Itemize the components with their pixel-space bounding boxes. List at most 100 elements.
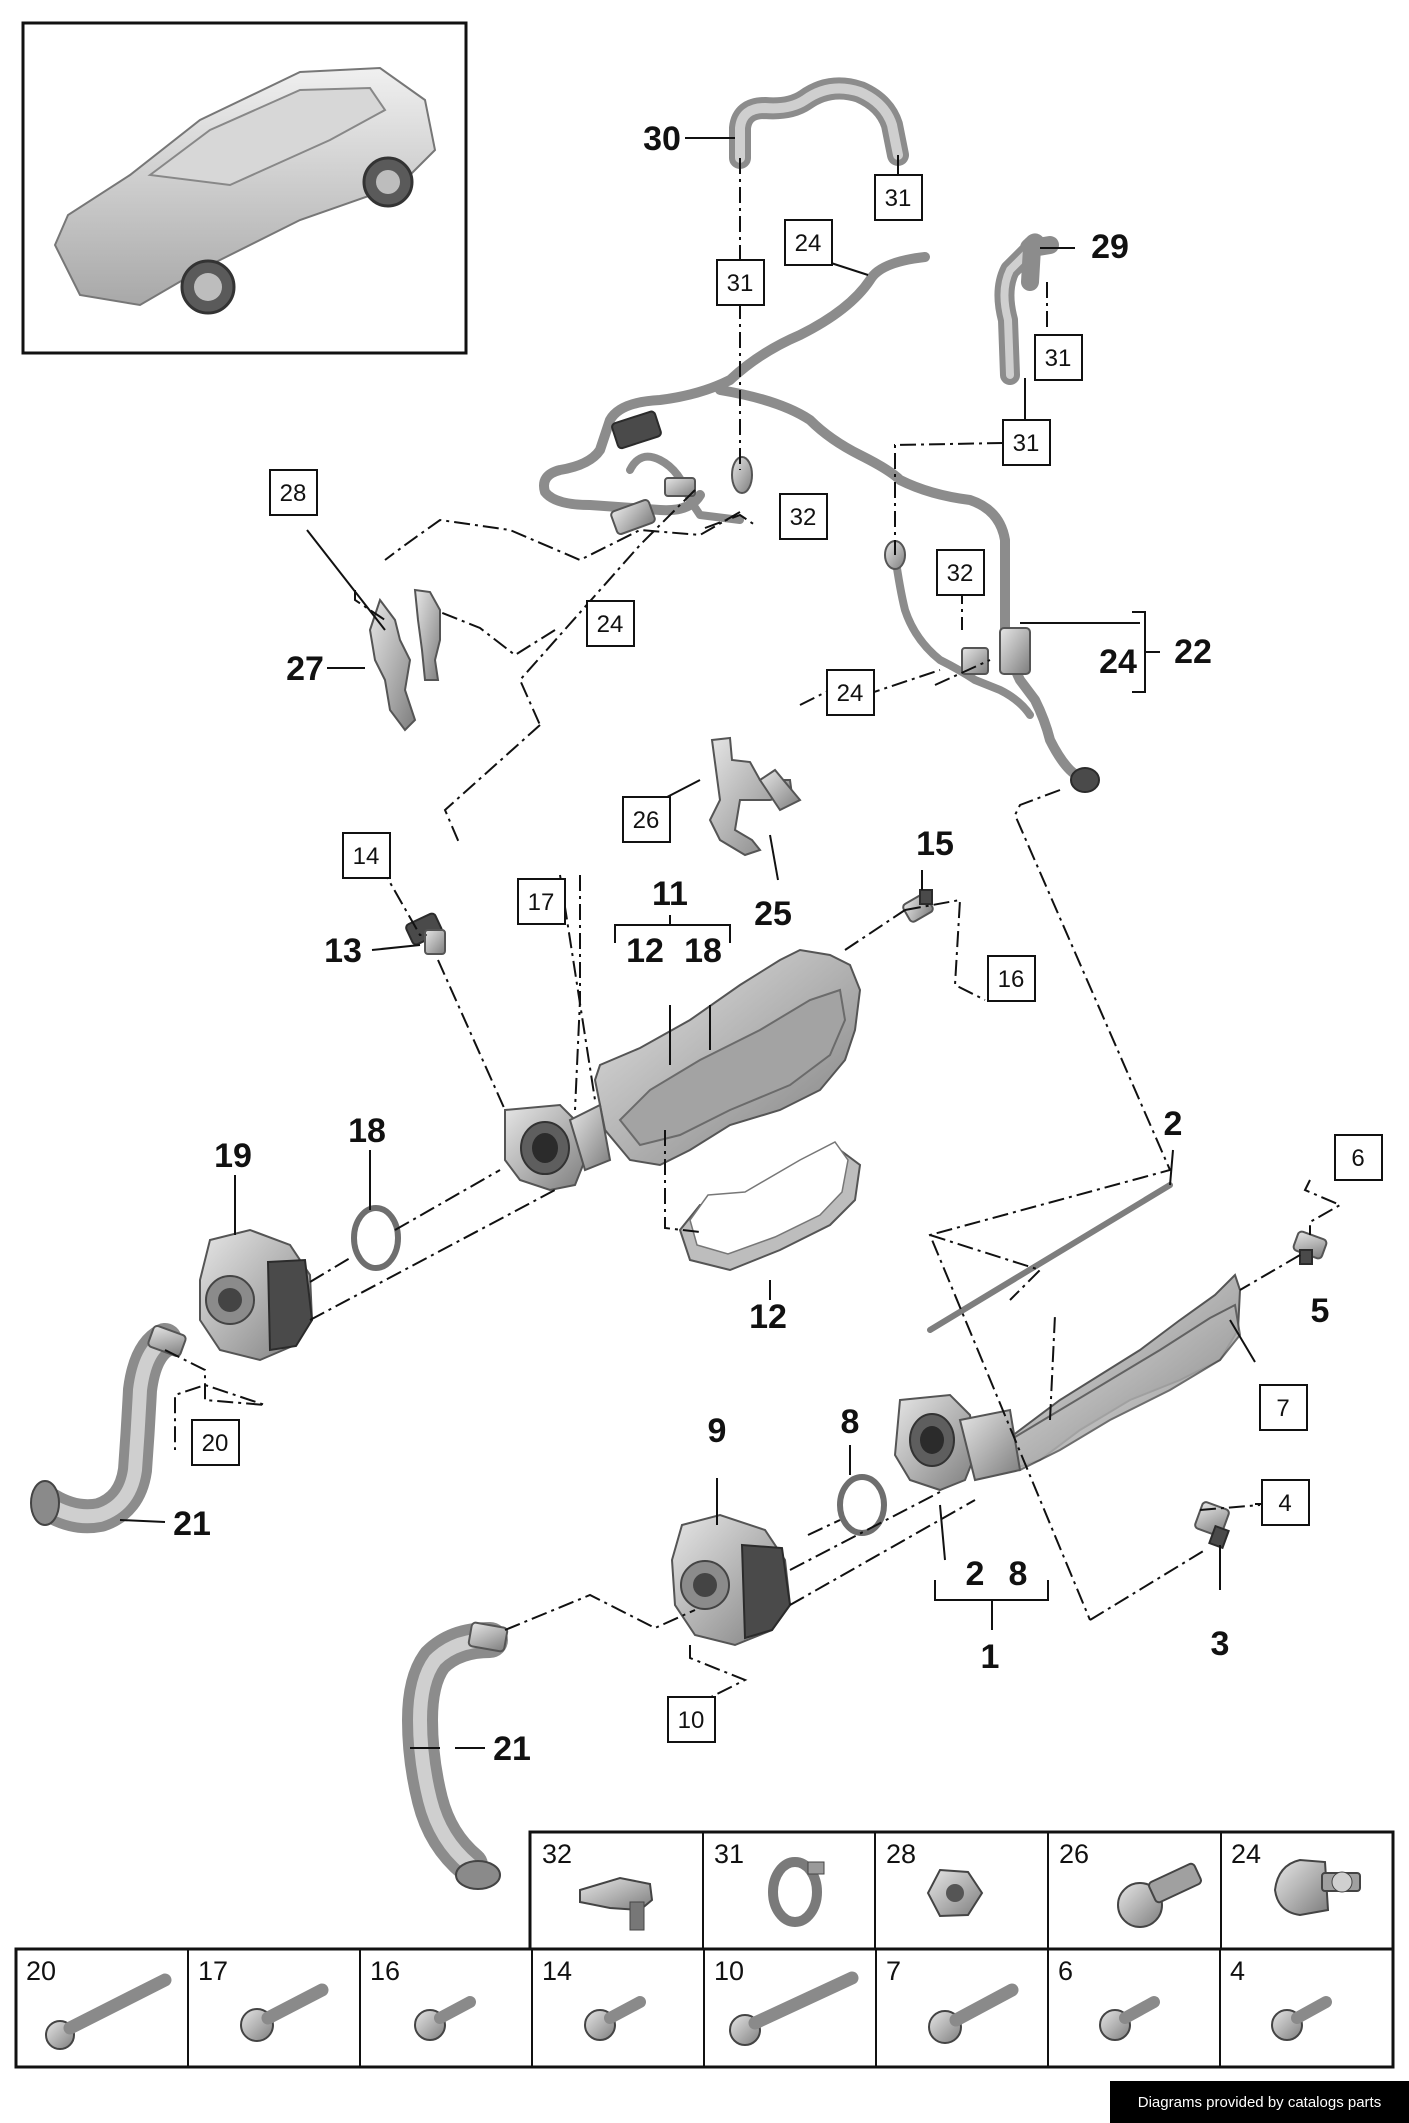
box-10: 10 bbox=[667, 1696, 716, 1743]
box-32: 32 bbox=[779, 493, 828, 540]
box-32: 32 bbox=[936, 549, 985, 596]
hose-30 bbox=[729, 77, 909, 169]
bolt-4-icon bbox=[1271, 1996, 1332, 2041]
box-28: 28 bbox=[269, 469, 318, 516]
svg-text:32: 32 bbox=[790, 504, 817, 531]
bracket-25-26 bbox=[708, 736, 802, 857]
box-31: 31 bbox=[1034, 334, 1083, 381]
svg-text:24: 24 bbox=[597, 611, 624, 638]
gasket-12 bbox=[678, 1141, 862, 1272]
vehicle-thumbnail bbox=[21, 21, 468, 355]
svg-text:26: 26 bbox=[633, 807, 660, 834]
throttle-body-9 bbox=[670, 1513, 792, 1647]
legend-label-31: 31 bbox=[714, 1839, 744, 1869]
vent-line-assembly bbox=[539, 252, 1100, 793]
legend-label-4: 4 bbox=[1230, 1956, 1245, 1986]
legend-label-6: 6 bbox=[1058, 1956, 1073, 1986]
hose-clamp-31-icon bbox=[768, 1857, 825, 1927]
svg-text:31: 31 bbox=[727, 270, 754, 297]
callout-21-lower: 21 bbox=[493, 1730, 531, 1768]
callout-29: 29 bbox=[1091, 228, 1129, 266]
callout-21-upper: 21 bbox=[173, 1505, 211, 1543]
svg-text:7: 7 bbox=[1276, 1395, 1289, 1422]
legend-label-14: 14 bbox=[542, 1956, 572, 1986]
sensor-13 bbox=[405, 912, 446, 955]
callout-5: 5 bbox=[1311, 1292, 1330, 1330]
callout-8: 8 bbox=[841, 1403, 860, 1441]
footer-credit: Diagrams provided by catalogs parts bbox=[1110, 2081, 1409, 2123]
box-20: 20 bbox=[191, 1419, 240, 1466]
svg-text:14: 14 bbox=[353, 843, 380, 870]
svg-text:24: 24 bbox=[837, 680, 864, 707]
box-31: 31 bbox=[1002, 419, 1051, 466]
legend-label-28: 28 bbox=[886, 1839, 916, 1869]
bolt-20-icon bbox=[45, 1973, 172, 2050]
intake-manifold-1 bbox=[893, 1273, 1242, 1492]
svg-text:28: 28 bbox=[280, 480, 307, 507]
bolt-6-icon bbox=[1099, 1996, 1160, 2041]
svg-text:6: 6 bbox=[1351, 1145, 1364, 1172]
boxed-references: 31 24 31 31 31 28 32 32 24 24 26 14 17 1… bbox=[191, 174, 1383, 1743]
box-7: 7 bbox=[1259, 1384, 1308, 1431]
bolt-7-icon bbox=[928, 1983, 1019, 2044]
leader-lines bbox=[119, 137, 1343, 1749]
rod-2 bbox=[927, 1182, 1173, 1333]
svg-text:4: 4 bbox=[1278, 1490, 1291, 1517]
box-4: 4 bbox=[1261, 1479, 1310, 1526]
legend-label-32: 32 bbox=[542, 1839, 572, 1869]
callout-numbers: 30 29 24 22 27 25 15 11 12 18 13 18 19 2… bbox=[173, 120, 1329, 1768]
callout-22: 22 bbox=[1174, 633, 1212, 671]
callout-19: 19 bbox=[214, 1137, 252, 1175]
bracket-27 bbox=[368, 588, 441, 732]
nut-28-icon bbox=[926, 1868, 984, 1918]
callout-3: 3 bbox=[1211, 1625, 1230, 1663]
bolt-10-icon bbox=[729, 1971, 859, 2046]
box-24: 24 bbox=[784, 219, 833, 266]
callout-8-group: 8 bbox=[1009, 1555, 1028, 1593]
box-6: 6 bbox=[1334, 1134, 1383, 1181]
box-16: 16 bbox=[987, 955, 1036, 1002]
svg-text:31: 31 bbox=[1013, 430, 1040, 457]
box-24: 24 bbox=[586, 600, 635, 647]
clip-32-icon bbox=[579, 1876, 654, 1931]
callout-12: 12 bbox=[749, 1298, 787, 1336]
legend-label-7: 7 bbox=[886, 1956, 901, 1986]
svg-text:10: 10 bbox=[678, 1707, 705, 1734]
callout-1: 1 bbox=[981, 1638, 1000, 1676]
callout-30: 30 bbox=[643, 120, 681, 158]
legend-label-26: 26 bbox=[1059, 1839, 1089, 1869]
callout-27: 27 bbox=[286, 650, 324, 688]
callout-2-group: 2 bbox=[966, 1555, 985, 1593]
svg-text:32: 32 bbox=[947, 560, 974, 587]
callout-12-group: 12 bbox=[626, 932, 664, 970]
callout-9: 9 bbox=[708, 1412, 727, 1450]
fastener-legend: 32 31 28 26 24 20 17 16 14 bbox=[14, 1830, 1395, 2069]
callout-11: 11 bbox=[652, 875, 688, 913]
callout-18-group: 18 bbox=[684, 932, 722, 970]
sensor-5 bbox=[1292, 1230, 1328, 1265]
svg-text:20: 20 bbox=[202, 1430, 229, 1457]
svg-text:31: 31 bbox=[885, 185, 912, 212]
callout-2: 2 bbox=[1164, 1105, 1183, 1143]
callout-25: 25 bbox=[754, 895, 792, 933]
intake-manifold-11 bbox=[504, 948, 862, 1192]
box-31: 31 bbox=[716, 259, 765, 306]
air-hose-21-upper bbox=[30, 1323, 187, 1534]
box-14: 14 bbox=[342, 832, 391, 879]
legend-label-20: 20 bbox=[26, 1956, 56, 1986]
box-26: 26 bbox=[622, 796, 671, 843]
box-31: 31 bbox=[874, 174, 923, 221]
callout-24-group: 24 bbox=[1099, 643, 1137, 681]
bolt-26-icon bbox=[1117, 1862, 1202, 1928]
bolt-17-icon bbox=[240, 1983, 329, 2042]
sensor-15 bbox=[902, 889, 934, 923]
box-17: 17 bbox=[517, 878, 566, 925]
callout-13: 13 bbox=[324, 932, 362, 970]
legend-label-10: 10 bbox=[714, 1956, 744, 1986]
bolt-16-icon bbox=[414, 1996, 476, 2041]
legend-label-24: 24 bbox=[1231, 1839, 1261, 1869]
o-ring-18 bbox=[351, 1205, 401, 1271]
air-hose-21-lower bbox=[402, 1621, 509, 1890]
box-24: 24 bbox=[826, 669, 875, 716]
